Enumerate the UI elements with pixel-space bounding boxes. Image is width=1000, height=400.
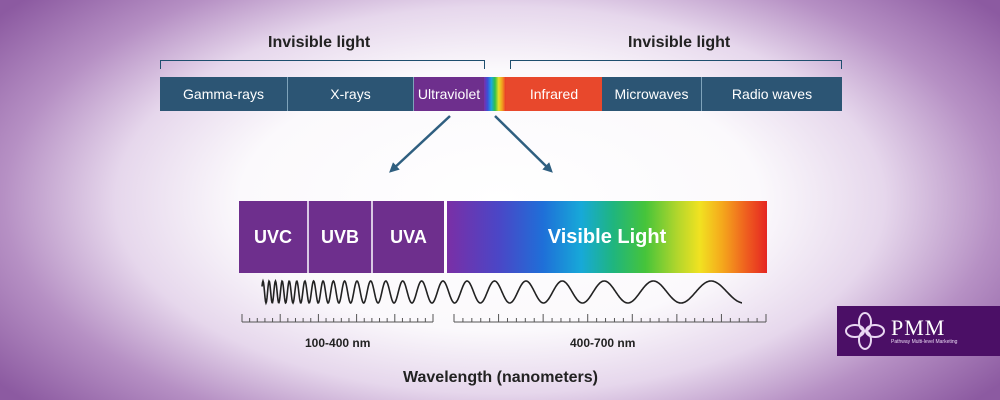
visible-light-band: Visible Light [447,201,767,273]
wave-line [261,278,742,306]
uva-segment: UVA [373,201,444,273]
invisible-left-bracket [160,60,485,69]
uvb-segment: UVB [309,201,373,273]
uv-range-label: 100-400 nm [305,336,371,350]
band-visible-strip [484,77,506,111]
band-infrared: Infrared [506,77,602,111]
invisible-light-left-title: Invisible light [268,34,371,51]
band-ultraviolet: Ultraviolet [414,77,484,111]
uvc-segment: UVC [239,201,309,273]
arrow-to-uv [389,115,451,173]
invisible-right-bracket [510,60,842,69]
axis-title: Wavelength (nanometers) [403,369,598,386]
band-radio-waves: Radio waves [702,77,842,111]
uv-detail-band: UVC UVB UVA [239,201,444,273]
band-x-rays: X-rays [288,77,414,111]
pmm-logo: PMM Pathway Multi-level Marketing [837,306,1000,356]
band-gamma-rays: Gamma-rays [160,77,288,111]
spectrum-band: Gamma-rays X-rays Ultraviolet Infrared M… [160,77,842,111]
logo-text: PMM [891,314,946,340]
invisible-light-right-title: Invisible light [628,34,731,51]
band-microwaves: Microwaves [602,77,702,111]
visible-range-label: 400-700 nm [570,336,636,350]
clover-logo-icon [845,312,885,350]
arrow-to-visible [494,115,553,173]
logo-tagline: Pathway Multi-level Marketing [891,338,958,345]
visible-light-label: Visible Light [547,225,667,248]
